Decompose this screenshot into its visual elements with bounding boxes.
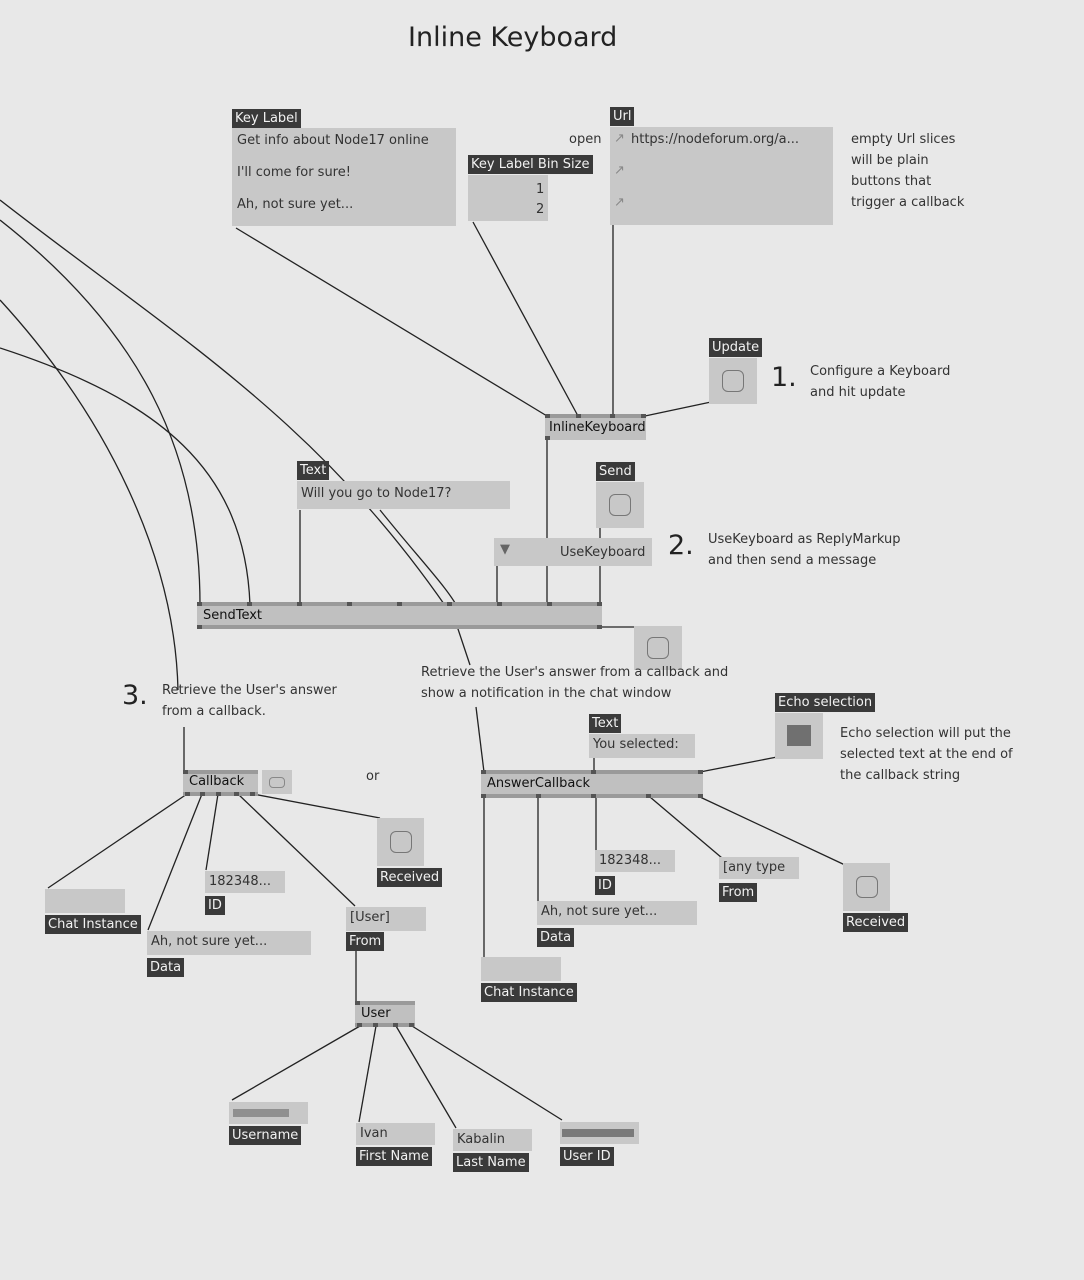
use-keyboard-select[interactable]: ▼ UseKeyboard [494,538,652,566]
wire [252,793,381,819]
callback-data-box[interactable]: Ah, not sure yet... [147,931,311,955]
callback-id-label: ID [205,896,225,915]
wire [237,793,356,907]
redacted-bar [233,1109,289,1117]
text-label: Text [297,461,330,480]
received-bang[interactable] [377,818,424,866]
wire [699,796,846,866]
url-spread[interactable] [610,127,833,225]
key-label-item[interactable]: Get info about Node17 online [237,133,429,148]
toggle-checked-icon [787,725,811,746]
text-label: Text [589,714,622,733]
callback-node[interactable]: Callback [183,770,258,796]
send-button[interactable] [596,482,644,528]
key-label-spread[interactable] [232,128,456,226]
key-label-item[interactable]: I'll come for sure! [237,165,351,180]
first-name-box[interactable]: Ivan [356,1123,435,1145]
answer-data-label: Data [537,928,575,947]
echo-selection-toggle[interactable] [775,713,823,759]
callback-from-label: From [346,932,385,951]
wire [231,1025,361,1101]
wire [0,299,179,691]
external-link-icon[interactable]: ↗ [614,163,625,178]
external-link-icon[interactable]: ↗ [614,131,625,146]
key-label-label: Key Label [232,109,301,128]
username-box[interactable] [229,1102,308,1124]
wire [358,1025,377,1123]
or-text: or [366,769,380,784]
username-label: Username [229,1126,302,1145]
chat-instance-box[interactable] [45,889,125,913]
url-open-text: open [569,132,602,147]
step-1-number: 1. [771,362,797,393]
callback-id-box[interactable]: 182348... [205,871,285,893]
wire [411,1025,563,1121]
answer-id-box[interactable]: 182348... [595,850,675,872]
wire [205,793,219,871]
answer-chat-instance-label: Chat Instance [481,983,577,1002]
wire [147,793,203,931]
answer-received-label: Received [843,913,909,932]
send-result-bang[interactable] [634,626,682,670]
callback-data-label: Data [147,958,185,977]
url-value[interactable]: https://nodeforum.org/a... [631,132,800,147]
chat-instance-label: Chat Instance [45,915,141,934]
answer-chat-instance-box[interactable] [481,957,561,981]
bin-size-value[interactable]: 2 [536,202,545,217]
user-id-label: User ID [560,1147,614,1166]
wire [235,227,548,417]
callback-mini-bang[interactable] [262,770,292,794]
received-label: Received [377,868,443,887]
answer-callback-node[interactable]: AnswerCallback [481,770,703,798]
key-label-bin-size-label: Key Label Bin Size [468,155,593,174]
external-link-icon[interactable]: ↗ [614,195,625,210]
answer-from-label: From [719,883,758,902]
send-text-node[interactable]: SendText [197,602,602,629]
last-name-label: Last Name [453,1153,529,1172]
bin-size-value[interactable]: 1 [536,182,545,197]
answer-received-bang[interactable] [843,863,890,911]
key-label-bin-size-spread[interactable] [468,175,548,221]
prefix-text-input[interactable]: You selected: [589,734,695,758]
wire [395,1025,457,1129]
user-node[interactable]: User [355,1001,415,1027]
wire [47,793,188,889]
last-name-box[interactable]: Kabalin [453,1129,532,1151]
echo-selection-label: Echo selection [775,693,876,712]
message-text-input[interactable]: Will you go to Node17? [297,481,510,509]
wire [475,706,485,773]
send-label: Send [596,462,635,481]
wire [649,796,723,859]
wire [0,347,251,606]
url-label: Url [610,107,635,126]
callback-from-box[interactable]: [User] [346,907,426,931]
user-id-box[interactable] [560,1122,639,1144]
answer-id-label: ID [595,876,615,895]
step-2-number: 2. [668,530,694,561]
step-3-number: 3. [122,680,148,711]
update-label: Update [709,338,763,357]
update-button[interactable] [709,358,757,404]
wire [472,221,579,417]
answer-data-box[interactable]: Ah, not sure yet... [537,901,697,925]
answer-from-box[interactable]: [any type [719,857,799,879]
page-title: Inline Keyboard [408,22,618,53]
retrieve-note: Retrieve the User's answer from a callba… [421,665,729,701]
wire [644,401,712,417]
first-name-label: First Name [356,1147,432,1166]
wire [0,199,471,666]
inline-keyboard-node[interactable]: InlineKeyboard [545,414,646,440]
wire [699,756,778,773]
key-label-item[interactable]: Ah, not sure yet... [237,197,354,212]
redacted-bar [562,1129,634,1137]
dropdown-arrow-icon: ▼ [500,542,510,557]
wire [379,509,461,613]
wire [0,219,201,606]
